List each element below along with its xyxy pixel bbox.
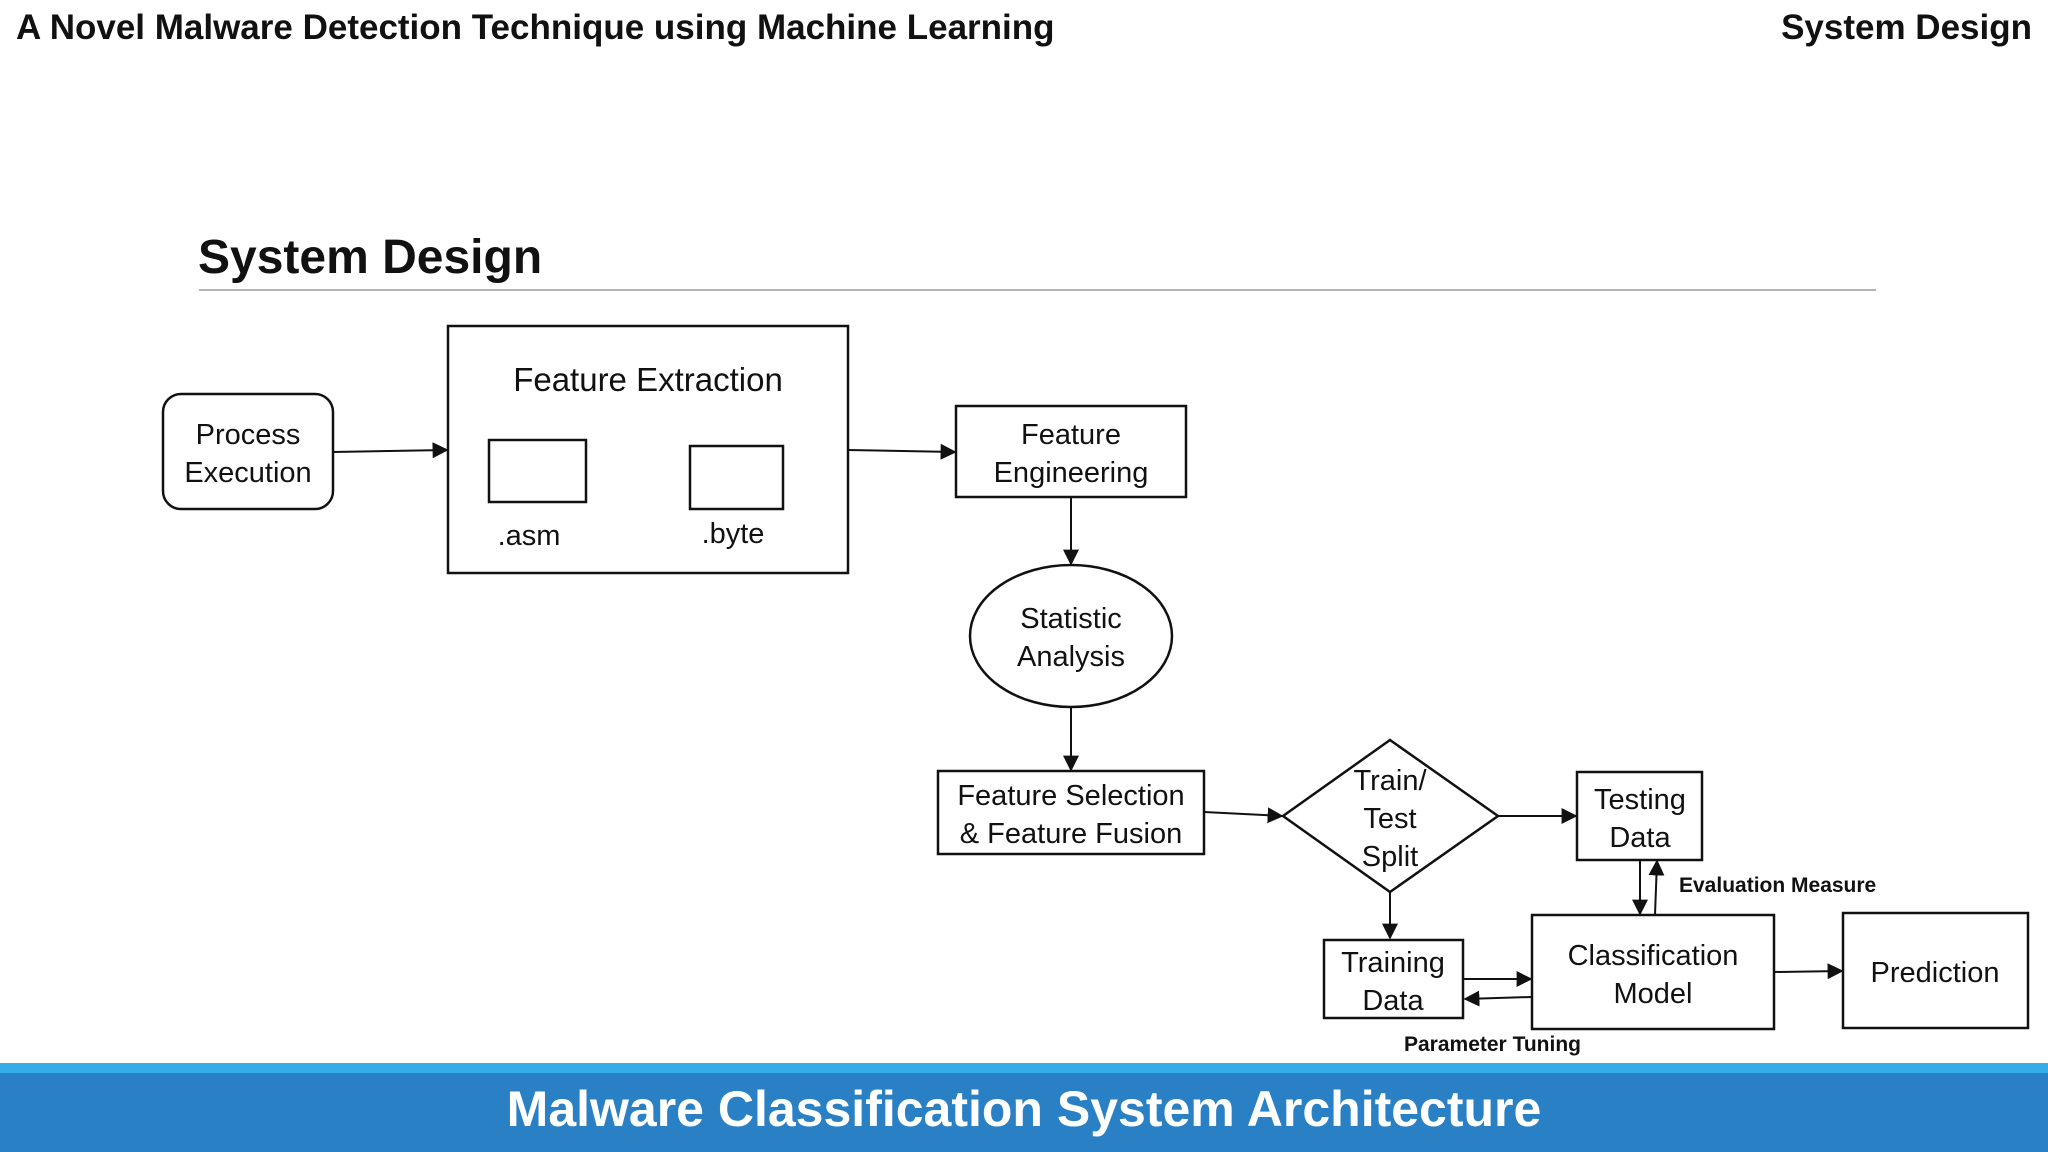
section-title: System Design <box>198 231 543 284</box>
arrow-process-to-extraction <box>332 442 449 459</box>
feature-selection-line-2: & Feature Fusion <box>960 818 1182 850</box>
footer-band <box>0 1063 2048 1152</box>
process-execution-line-1: Process <box>196 419 301 451</box>
system-architecture-diagram: Process Execution Feature Extraction .as… <box>161 324 2030 1056</box>
feature-selection-line-1: Feature Selection <box>957 780 1184 812</box>
byte-label: .byte <box>702 518 765 550</box>
arrow-model-to-prediction <box>1773 963 1844 980</box>
testing-data-node: Testing Data <box>1575 770 1704 862</box>
train-test-split-node: Train/ Test Split <box>1280 738 1501 894</box>
classification-model-node: Classification Model <box>1530 913 1776 1031</box>
classification-model-line-1: Classification <box>1568 940 1739 972</box>
feature-engineering-node: Feature Engineering <box>954 404 1188 499</box>
connector-arrows <box>332 442 1844 1007</box>
evaluation-measure-label: Evaluation Measure <box>1679 874 1876 897</box>
statistic-analysis-node: Statistic Analysis <box>968 563 1174 709</box>
arrow-selection-to-split <box>1203 807 1284 824</box>
train-test-split-line-3: Split <box>1362 841 1418 873</box>
testing-data-line-2: Data <box>1609 822 1671 854</box>
section-divider <box>199 289 1876 291</box>
arrow-model-to-testing <box>1648 859 1665 916</box>
footer-title: Malware Classification System Architectu… <box>506 1081 1542 1137</box>
feature-engineering-line-1: Feature <box>1021 419 1121 451</box>
feature-extraction-node: Feature Extraction .asm .byte <box>446 324 850 575</box>
asm-label: .asm <box>498 520 561 552</box>
presentation-title: A Novel Malware Detection Technique usin… <box>16 8 1055 47</box>
train-test-split-line-2: Test <box>1363 803 1416 835</box>
footer-stripe <box>0 1063 2048 1073</box>
classification-model-line-2: Model <box>1614 978 1693 1010</box>
train-test-split-line-1: Train/ <box>1353 765 1427 797</box>
training-data-node: Training Data <box>1322 938 1465 1020</box>
testing-data-line-1: Testing <box>1594 784 1686 816</box>
parameter-tuning-label: Parameter Tuning <box>1404 1033 1581 1056</box>
feature-selection-node: Feature Selection & Feature Fusion <box>936 769 1206 856</box>
process-execution-node: Process Execution <box>161 392 335 511</box>
statistic-analysis-line-2: Analysis <box>1017 641 1125 673</box>
section-header: System Design <box>1781 8 2032 47</box>
statistic-analysis-line-1: Statistic <box>1020 603 1122 635</box>
training-data-line-1: Training <box>1341 947 1445 979</box>
asm-file-box <box>487 438 588 504</box>
feature-engineering-line-2: Engineering <box>994 457 1149 489</box>
process-execution-line-2: Execution <box>184 457 311 489</box>
byte-file-box <box>688 444 785 511</box>
feature-extraction-title: Feature Extraction <box>513 361 783 398</box>
arrow-model-to-training <box>1463 990 1532 1007</box>
training-data-line-2: Data <box>1362 985 1424 1017</box>
prediction-label: Prediction <box>1871 957 2000 989</box>
prediction-node: Prediction <box>1841 911 2030 1030</box>
arrow-extraction-to-engineering <box>847 443 957 460</box>
